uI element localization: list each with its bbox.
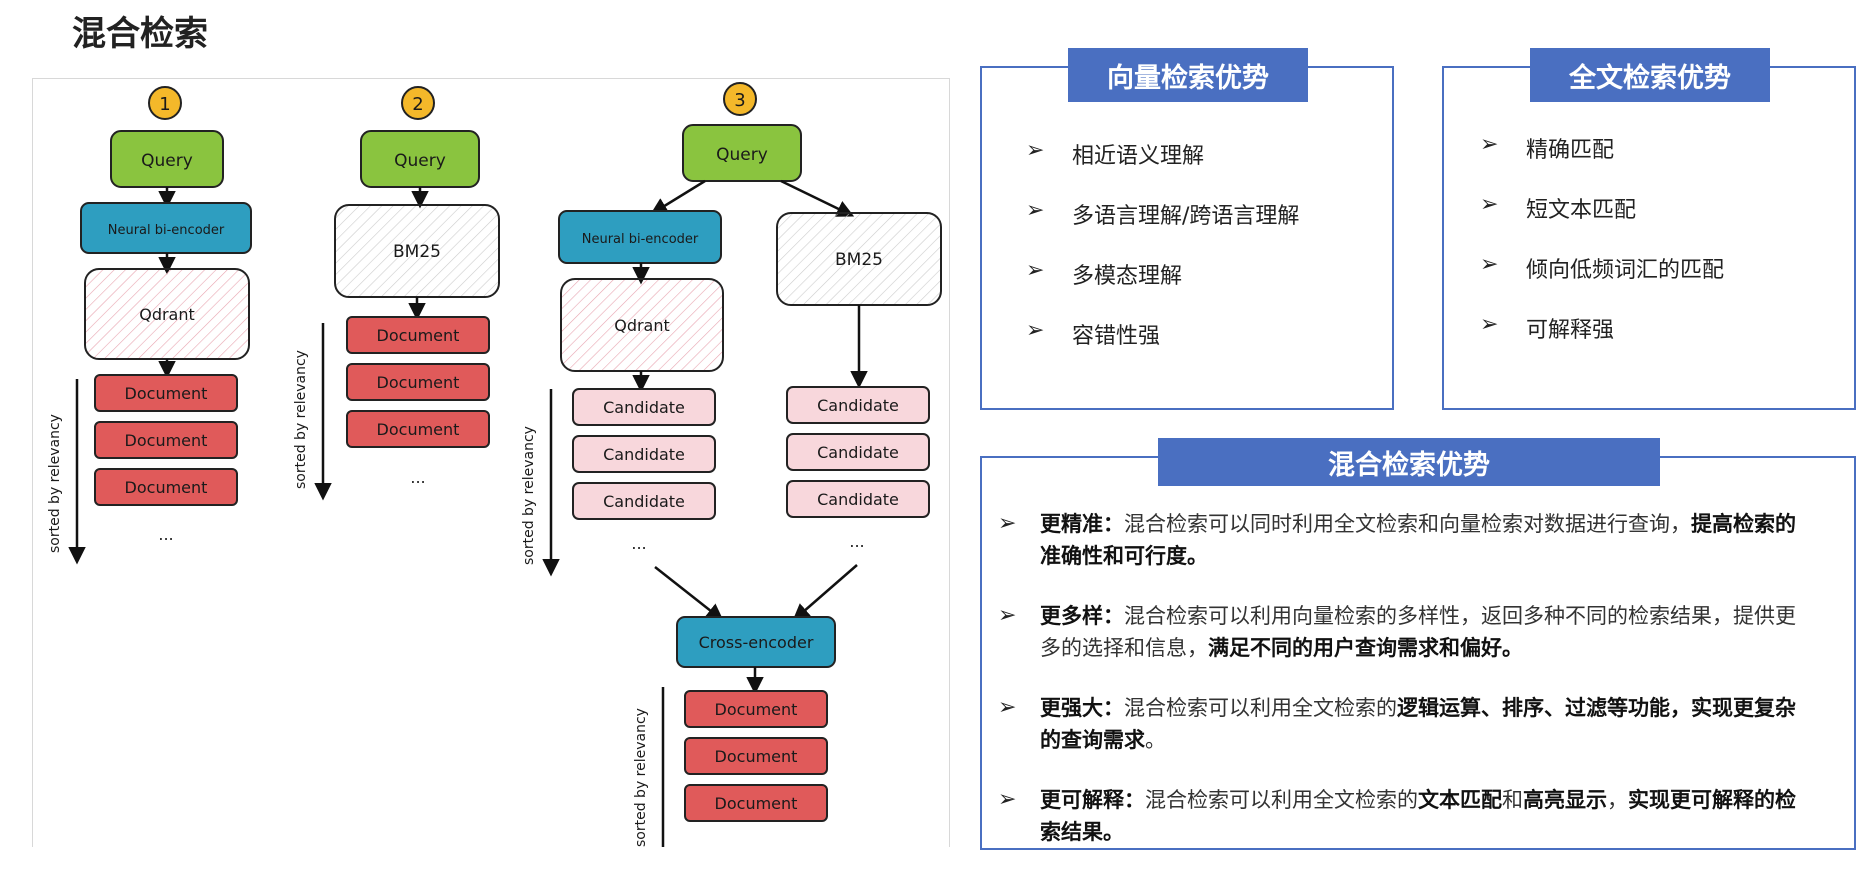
list-item: ➢多语言理解/跨语言理解: [1026, 198, 1300, 229]
document-node: [94, 468, 238, 506]
step-badge-2: [401, 86, 435, 120]
arrow-bullet-icon: ➢: [1026, 138, 1045, 163]
candidate-node: [786, 386, 930, 424]
query-node-1-label: Query: [141, 151, 193, 171]
list-item: ➢短文本匹配: [1480, 192, 1637, 223]
hybrid-search-card-title: 混合检索优势: [1158, 438, 1660, 486]
list-item: ➢ 更多样：混合检索可以利用向量检索的多样性，返回多种不同的检索结果，提供更多的…: [998, 600, 1808, 664]
list-item: ➢ 更可解释：混合检索可以利用全文检索的文本匹配和高亮显示，实现更可解释的检索结…: [998, 784, 1808, 848]
candidate-node-label: Candidate: [817, 396, 899, 415]
hybrid-search-list: ➢ 更精准：混合检索可以同时利用全文检索和向量检索对数据进行查询，提高检索的准确…: [998, 508, 1808, 876]
arrow-bullet-icon: ➢: [1480, 132, 1499, 157]
arrow-bullet-icon: ➢: [998, 511, 1017, 536]
list-item: ➢多模态理解: [1026, 258, 1183, 289]
ellipsis: ...: [410, 468, 425, 487]
bi-encoder-node-1-label: Neural bi-encoder: [108, 223, 225, 238]
hybrid-search-diagram: 1 Query Neural bi-encoder Qdrant Documen…: [32, 78, 950, 847]
list-item: ➢相近语义理解: [1026, 138, 1205, 169]
arrow-bullet-icon: ➢: [998, 603, 1017, 628]
arrow-bullet-icon: ➢: [1026, 198, 1045, 223]
step-badge-1-label: 1: [159, 94, 170, 115]
list-item: ➢ 更强大：混合检索可以利用全文检索的逻辑运算、排序、过滤等功能，实现更复杂的查…: [998, 692, 1808, 756]
bm25-node-2-label: BM25: [393, 242, 441, 262]
candidate-node-label: Candidate: [817, 443, 899, 462]
page-title: 混合检索: [72, 14, 208, 54]
candidate-node: [786, 480, 930, 518]
sorted-by-relevancy-label: sorted by relevancy: [633, 708, 649, 847]
qdrant-node-3-label: Qdrant: [614, 316, 670, 335]
document-node: [346, 410, 490, 448]
candidate-node: [572, 435, 716, 473]
document-node-label: Document: [125, 384, 208, 403]
document-node-label: Document: [715, 747, 798, 766]
document-node-label: Document: [125, 478, 208, 497]
candidate-node: [572, 482, 716, 520]
arrow-bullet-icon: ➢: [998, 787, 1017, 812]
step-badge-3: [723, 82, 757, 116]
pipeline-column-2: 2 Query BM25 Document Document Document …: [293, 86, 500, 501]
sorted-by-relevancy-label: sorted by relevancy: [521, 426, 537, 565]
step-badge-3-label: 3: [734, 90, 745, 111]
document-node-label: Document: [377, 373, 460, 392]
arrow-bullet-icon: ➢: [1026, 258, 1045, 283]
query-node-3: [682, 124, 802, 182]
arrow-bullet-icon: ➢: [1480, 192, 1499, 217]
step-badge-2-label: 2: [412, 94, 423, 115]
bi-encoder-node-3-label: Neural bi-encoder: [582, 232, 699, 247]
document-node-label: Document: [715, 700, 798, 719]
list-item: ➢ 更精准：混合检索可以同时利用全文检索和向量检索对数据进行查询，提高检索的准确…: [998, 508, 1808, 572]
pipeline-column-1: 1 Query Neural bi-encoder Qdrant Documen…: [47, 86, 252, 565]
candidate-node-label: Candidate: [603, 445, 685, 464]
ellipsis: ...: [158, 525, 173, 544]
document-node: [346, 363, 490, 401]
document-node-label: Document: [377, 420, 460, 439]
list-item: ➢倾向低频词汇的匹配: [1480, 252, 1725, 283]
document-node-label: Document: [125, 431, 208, 450]
step-badge-1: [148, 86, 182, 120]
candidate-node-label: Candidate: [603, 398, 685, 417]
bm25-node-3-label: BM25: [835, 250, 883, 270]
arrow-bullet-icon: ➢: [1480, 312, 1499, 337]
fulltext-search-list: ➢精确匹配 ➢短文本匹配 ➢倾向低频词汇的匹配 ➢可解释强: [1480, 132, 1724, 372]
fulltext-search-card: 全文检索优势 ➢精确匹配 ➢短文本匹配 ➢倾向低频词汇的匹配 ➢可解释强: [1442, 48, 1856, 410]
ellipsis: ...: [849, 532, 864, 551]
document-node-label: Document: [715, 794, 798, 813]
candidate-node: [786, 433, 930, 471]
query-node-2-label: Query: [394, 151, 446, 171]
list-item: ➢精确匹配: [1480, 132, 1615, 163]
sorted-by-relevancy-label: sorted by relevancy: [293, 350, 309, 489]
candidate-node-label: Candidate: [817, 490, 899, 509]
vector-search-card-title: 向量检索优势: [1068, 48, 1308, 102]
cross-encoder-node-label: Cross-encoder: [699, 633, 814, 652]
query-node-3-label: Query: [716, 145, 768, 165]
document-node: [94, 421, 238, 459]
vector-search-list: ➢相近语义理解 ➢多语言理解/跨语言理解 ➢多模态理解 ➢容错性强: [1026, 138, 1299, 378]
document-node-label: Document: [377, 326, 460, 345]
pipeline-column-3: 3 Query Neural bi-encoder BM25 Qdrant Ca…: [521, 82, 942, 847]
qdrant-node-1-label: Qdrant: [139, 305, 195, 324]
ellipsis: ...: [631, 534, 646, 553]
candidate-node-label: Candidate: [603, 492, 685, 511]
document-node: [684, 690, 828, 728]
sorted-by-relevancy-label: sorted by relevancy: [47, 414, 63, 553]
fulltext-search-card-title: 全文检索优势: [1530, 48, 1770, 102]
document-node: [94, 374, 238, 412]
arrow-bullet-icon: ➢: [1480, 252, 1499, 277]
vector-search-card: 向量检索优势 ➢相近语义理解 ➢多语言理解/跨语言理解 ➢多模态理解 ➢容错性强: [980, 48, 1394, 410]
candidate-node: [572, 388, 716, 426]
arrow-bullet-icon: ➢: [1026, 318, 1045, 343]
document-node: [684, 737, 828, 775]
arrow-bullet-icon: ➢: [998, 695, 1017, 720]
list-item: ➢可解释强: [1480, 312, 1615, 343]
hybrid-search-card: 混合检索优势 ➢ 更精准：混合检索可以同时利用全文检索和向量检索对数据进行查询，…: [980, 438, 1856, 850]
list-item: ➢容错性强: [1026, 318, 1161, 349]
document-node: [684, 784, 828, 822]
document-node: [346, 316, 490, 354]
